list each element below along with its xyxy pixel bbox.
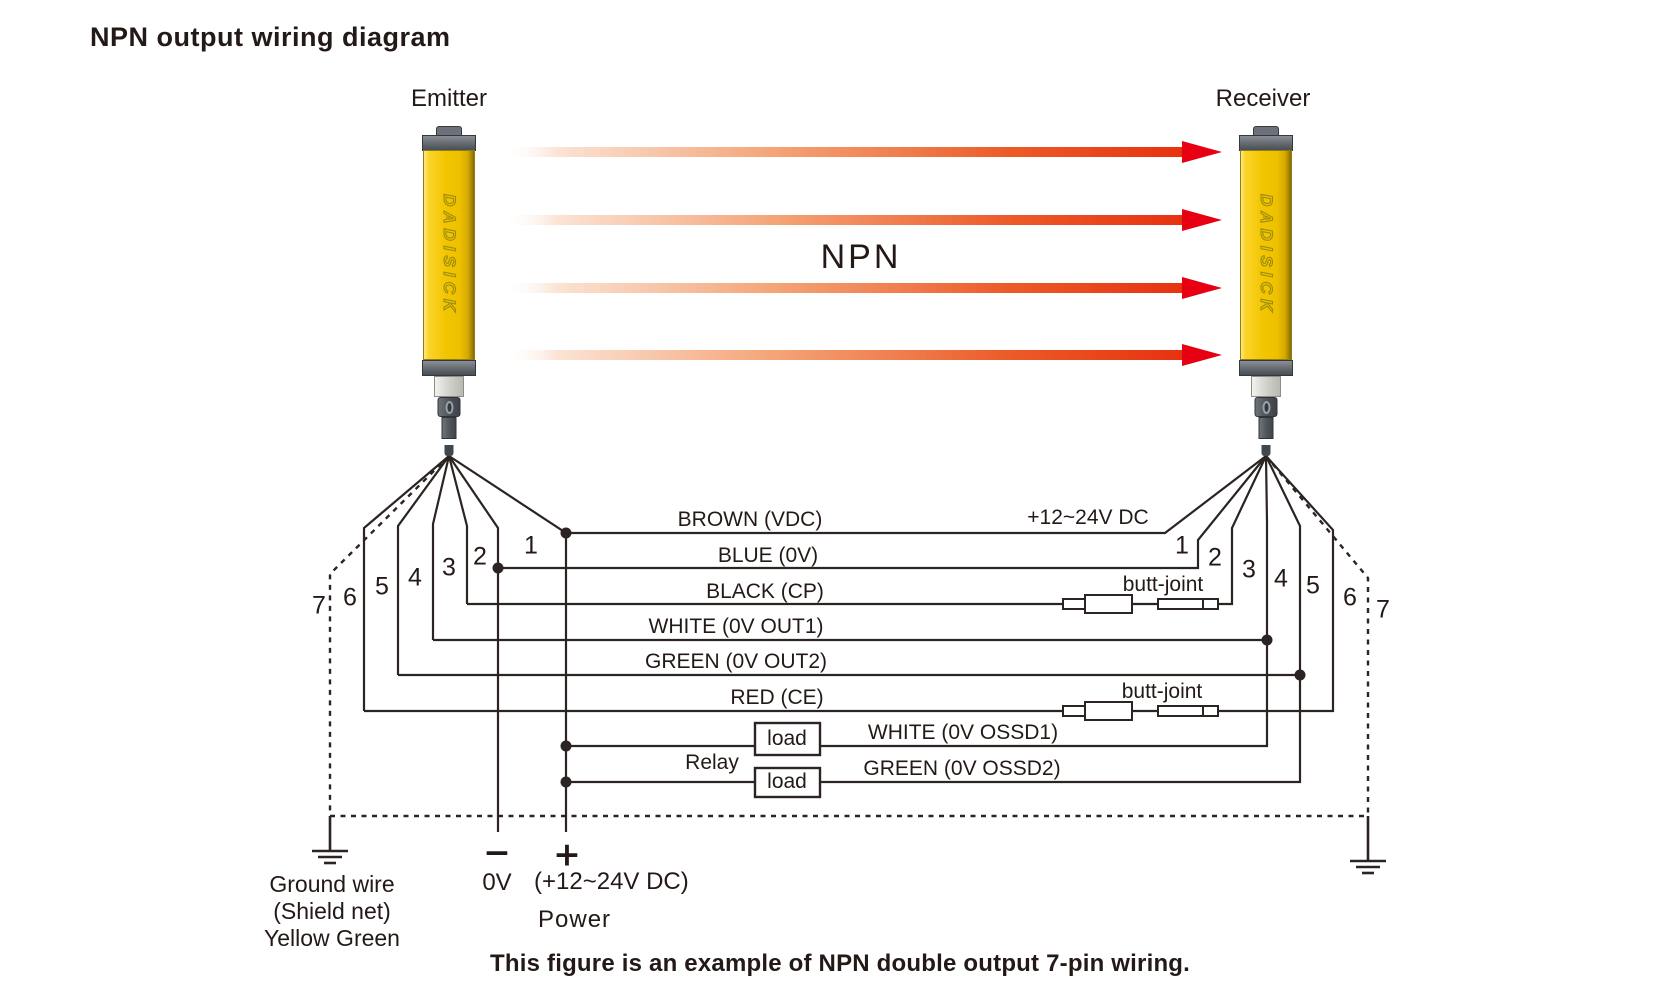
ground-label-line1: Ground wire [269, 871, 395, 897]
brand-logo: DADISICK [1256, 193, 1276, 317]
load-box-2 [753, 766, 822, 799]
wire-left-2 [448, 455, 500, 832]
shield-dashed-wires [328, 455, 1370, 818]
wires [362, 455, 1335, 832]
pin-left-4: 4 [408, 563, 422, 592]
receiver-body: DADISICK [1240, 150, 1292, 360]
pin-left-1: 1 [524, 531, 538, 560]
wire-white-ossd1 [566, 455, 1269, 748]
minus-terminal: − [483, 832, 511, 872]
emitter-body: DADISICK [423, 150, 475, 360]
wire-black [467, 455, 1267, 606]
receiver-device: DADISICK [1239, 126, 1293, 460]
pin-right-5: 5 [1306, 571, 1320, 600]
emitter-cable-boot [441, 417, 457, 439]
emitter-device: DADISICK [422, 126, 476, 460]
page-title: NPN output wiring diagram [90, 22, 451, 52]
ground-label-line3: Yellow Green [264, 925, 400, 951]
pin-left-7: 7 [312, 591, 326, 620]
relay-label: Relay [685, 751, 739, 774]
pin-left-3: 3 [442, 553, 456, 582]
emitter-connector-plug [437, 397, 461, 417]
power-label: Power [538, 906, 612, 933]
butt-joint-label-2: butt-joint [1121, 680, 1203, 703]
wire-left-5 [396, 455, 450, 675]
supply-top-label: +12~24V DC [1027, 506, 1149, 529]
pin-right-1: 1 [1175, 531, 1189, 560]
zero-volt-label: 0V [482, 869, 512, 896]
wire-label-green-ossd2: GREEN (0V OSSD2) [863, 757, 1061, 780]
connector-keyway [445, 400, 453, 414]
wire-label-red: RED (CE) [730, 686, 824, 709]
emitter-connector-ring [434, 376, 464, 397]
wire-left-1 [448, 455, 568, 832]
receiver-top-tab [1253, 126, 1279, 135]
wire-left-7-shield [328, 455, 450, 816]
pin-left-2: 2 [473, 542, 487, 571]
light-beams [503, 141, 1222, 366]
load-label-1: load [767, 727, 807, 750]
ground-symbol-right [1350, 816, 1386, 875]
emitter-top-cap [422, 135, 476, 151]
butt-joint-label-1: butt-joint [1122, 573, 1204, 596]
wire-green-ossd2 [566, 455, 1302, 784]
wire-right-7-shield [1265, 455, 1370, 816]
load-label-2: load [767, 770, 807, 793]
emitter-cable-tip [444, 445, 454, 456]
pin-left-6: 6 [343, 583, 357, 612]
receiver-top-cap [1239, 135, 1293, 151]
connector-keyway [1262, 400, 1270, 414]
wire-brown [566, 455, 1267, 535]
junction-dots [492, 527, 1306, 788]
beam-arrow [503, 344, 1222, 366]
wire-left-3 [447, 455, 469, 604]
supply-bottom-label: (+12~24V DC) [534, 868, 689, 895]
receiver-cable-boot [1258, 417, 1274, 439]
receiver-cable-tip [1261, 445, 1271, 456]
beam-arrow [503, 141, 1222, 163]
wire-left-6 [362, 455, 450, 711]
pin-right-3: 3 [1242, 555, 1256, 584]
wire-label-white-out1: WHITE (0V OUT1) [648, 615, 824, 638]
wire-left-4 [431, 455, 451, 640]
butt-joint-connector-1 [1062, 594, 1219, 614]
wire-label-blue: BLUE (0V) [717, 544, 819, 567]
wire-label-brown: BROWN (VDC) [677, 508, 823, 531]
emitter-label: Emitter [410, 85, 488, 112]
butt-joint-connector-2 [1062, 701, 1219, 721]
beam-type-label: NPN [820, 238, 902, 276]
receiver-bottom-cap [1239, 360, 1293, 376]
pin-left-5: 5 [375, 572, 389, 601]
plus-terminal: + [553, 834, 581, 874]
brand-logo: DADISICK [439, 193, 459, 317]
pin-right-7: 7 [1376, 595, 1390, 624]
pin-right-2: 2 [1208, 543, 1222, 572]
ground-label-line2: (Shield net) [273, 898, 391, 924]
figure-caption: This figure is an example of NPN double … [490, 950, 1191, 977]
beam-arrow [503, 277, 1222, 299]
wire-label-black: BLACK (CP) [706, 580, 824, 603]
wire-label-green-out2: GREEN (0V OUT2) [644, 650, 828, 673]
emitter-bottom-cap [422, 360, 476, 376]
wire-label-white-ossd1: WHITE (0V OSSD1) [867, 721, 1059, 744]
ground-symbol-left [312, 816, 348, 865]
pin-right-6: 6 [1343, 583, 1357, 612]
emitter-top-tab [436, 126, 462, 135]
receiver-label: Receiver [1215, 85, 1311, 112]
beam-arrow [503, 209, 1222, 231]
receiver-connector-ring [1251, 376, 1281, 397]
pin-right-4: 4 [1274, 564, 1288, 593]
load-box-1 [753, 721, 822, 757]
wire-red [364, 455, 1335, 713]
receiver-connector-plug [1254, 397, 1278, 417]
wire-blue [498, 455, 1267, 570]
